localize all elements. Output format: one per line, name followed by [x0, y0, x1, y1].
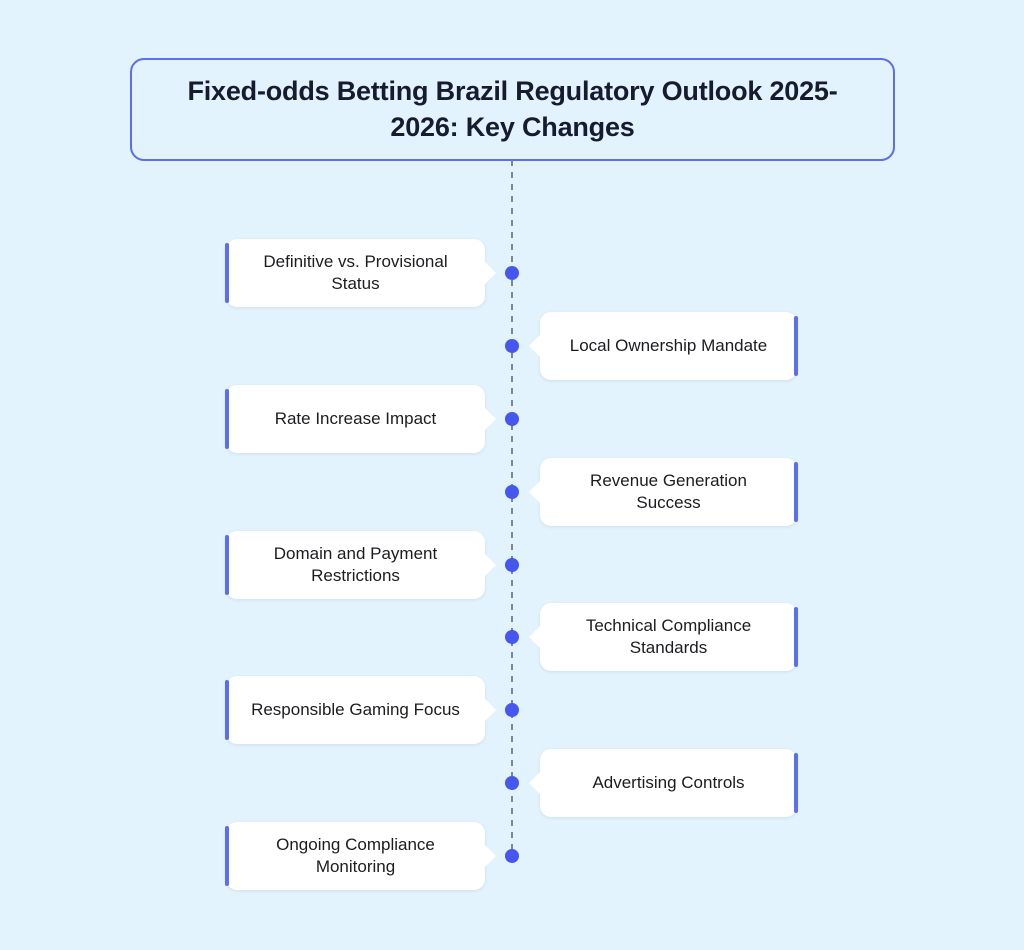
timeline-dot: [505, 703, 519, 717]
timeline-card-label: Advertising Controls: [592, 773, 745, 793]
timeline-dot: [505, 339, 519, 353]
timeline-card[interactable]: Local Ownership Mandate: [540, 312, 798, 380]
timeline-card-label: Ongoing Compliance Monitoring: [276, 835, 435, 876]
timeline-dot: [505, 266, 519, 280]
timeline-card-label: Rate Increase Impact: [274, 409, 437, 429]
timeline-card-label: Definitive vs. Provisional Status: [263, 252, 448, 293]
timeline-card-label: Revenue Generation Success: [590, 471, 747, 512]
timeline-dot: [505, 849, 519, 863]
timeline-dot: [505, 776, 519, 790]
timeline-card-label: Domain and Payment Restrictions: [273, 544, 438, 585]
timeline-dot: [505, 485, 519, 499]
timeline-card[interactable]: Ongoing Compliance Monitoring: [225, 822, 485, 890]
page-title: Fixed-odds Betting Brazil Regulatory Out…: [187, 75, 838, 142]
timeline-dot: [505, 412, 519, 426]
timeline-card[interactable]: Revenue Generation Success: [540, 458, 798, 526]
timeline-card[interactable]: Advertising Controls: [540, 749, 798, 817]
timeline-card[interactable]: Responsible Gaming Focus: [225, 676, 485, 744]
timeline-dot: [505, 558, 519, 572]
timeline-card[interactable]: Domain and Payment Restrictions: [225, 531, 485, 599]
timeline-card-label: Technical Compliance Standards: [585, 616, 752, 657]
timeline-card-label: Local Ownership Mandate: [569, 336, 768, 356]
timeline-card[interactable]: Technical Compliance Standards: [540, 603, 798, 671]
infographic-title-box: Fixed-odds Betting Brazil Regulatory Out…: [130, 58, 895, 161]
timeline-card[interactable]: Rate Increase Impact: [225, 385, 485, 453]
timeline-card[interactable]: Definitive vs. Provisional Status: [225, 239, 485, 307]
timeline-axis: [511, 160, 513, 857]
timeline-card-label: Responsible Gaming Focus: [251, 700, 460, 720]
timeline-dot: [505, 630, 519, 644]
